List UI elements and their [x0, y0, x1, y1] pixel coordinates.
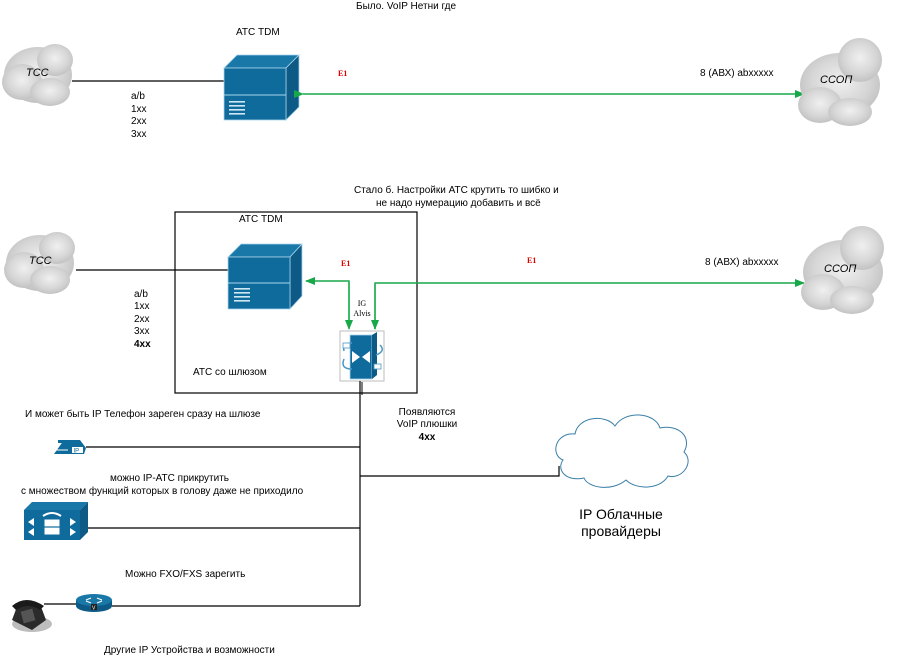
tss-cloud-label-top: ТСС	[26, 67, 49, 79]
numbering-mid-0: a/b	[134, 289, 148, 300]
pstn-cloud-top	[798, 38, 882, 126]
pbx-label-top: АТС TDM	[236, 27, 280, 38]
e1-label-gateway-pstn: E1	[527, 256, 537, 265]
fxo-fxs-router-icon: V	[76, 594, 112, 612]
svg-text:V: V	[92, 606, 96, 612]
pstn-cloud-middle	[801, 226, 884, 314]
tss-cloud-top	[2, 44, 73, 106]
pstn-cloud-label-top: ССОП	[820, 74, 853, 86]
numbering-top-0: a/b	[131, 91, 145, 102]
fxo-fxs-note: Можно FXO/FXS зарегить	[125, 569, 246, 580]
ip-pbx-note-line-2: с множеством функций которых в голову да…	[21, 486, 304, 497]
svg-text:IP: IP	[74, 449, 80, 455]
numbering-top-1: 1xx	[131, 104, 147, 115]
voip-appear-number: 4xx	[418, 432, 436, 443]
e1-link-pbx-gateway	[305, 277, 350, 322]
tss-cloud-middle	[4, 232, 75, 294]
numbering-mid-3: 3xx	[134, 326, 150, 337]
other-devices-note: Другие IP Устройства и возможности	[104, 645, 275, 656]
before-title: Было. VoIP Нетни где	[356, 1, 457, 12]
pbx-with-gateway-frame	[174, 211, 418, 394]
pstn-cloud-label-middle: ССОП	[824, 263, 857, 275]
after-title-line-1: Стало б. Настройки АТС крутить то шибко …	[354, 185, 559, 196]
numbering-mid-new: 4xx	[134, 339, 151, 350]
gateway-label-line-2: Alvis	[353, 309, 371, 318]
cloud-provider-link	[360, 466, 560, 477]
numbering-top-2: 2xx	[131, 116, 147, 127]
e1-link-gateway-pstn	[374, 279, 805, 329]
numbering-top-3: 3xx	[131, 129, 147, 140]
after-title-line-2: не надо нумерацию добавить и всё	[376, 198, 541, 209]
numbering-mid-1: 1xx	[134, 301, 150, 312]
voip-appear-line-2: VoIP плюшки	[396, 419, 458, 430]
pbx-with-gateway-label: АТС со шлюзом	[193, 367, 267, 378]
ip-pbx-note-line-1: можно IP-АТС прикрутить	[110, 473, 229, 484]
analog-phone-icon	[12, 600, 52, 632]
ip-phone-note: И может быть IP Телефон зареген сразу на…	[25, 409, 261, 420]
ip-phone-icon: IP	[54, 440, 86, 455]
e1-label-pbx-gateway: E1	[341, 259, 351, 268]
ip-cloud-label-line-1: IP Облачные	[579, 506, 663, 522]
ip-cloud-label: IP Облачные провайдеры	[560, 506, 682, 540]
trunk-label-top: 8 (АВХ) abxxxxx	[700, 68, 774, 79]
e1-label-top: E1	[338, 69, 348, 78]
pbx-tdm-icon-top	[223, 54, 300, 121]
ip-cloud-providers	[555, 414, 689, 488]
ip-cloud-label-line-2: провайдеры	[581, 523, 661, 539]
tss-cloud-label-middle: ТСС	[29, 255, 52, 267]
ip-pbx-icon	[24, 502, 88, 540]
voip-appear-line-1: Появляются	[398, 407, 456, 418]
gateway-label: IG Alvis	[352, 299, 372, 319]
voip-gateway-icon	[339, 330, 385, 382]
gateway-label-line-1: IG	[357, 299, 367, 308]
pbx-tdm-icon-middle	[227, 242, 303, 311]
trunk-label-middle: 8 (АВХ) abxxxxx	[705, 257, 779, 268]
pbx-label-middle: АТС TDM	[239, 214, 283, 225]
numbering-mid-2: 2xx	[134, 314, 150, 325]
